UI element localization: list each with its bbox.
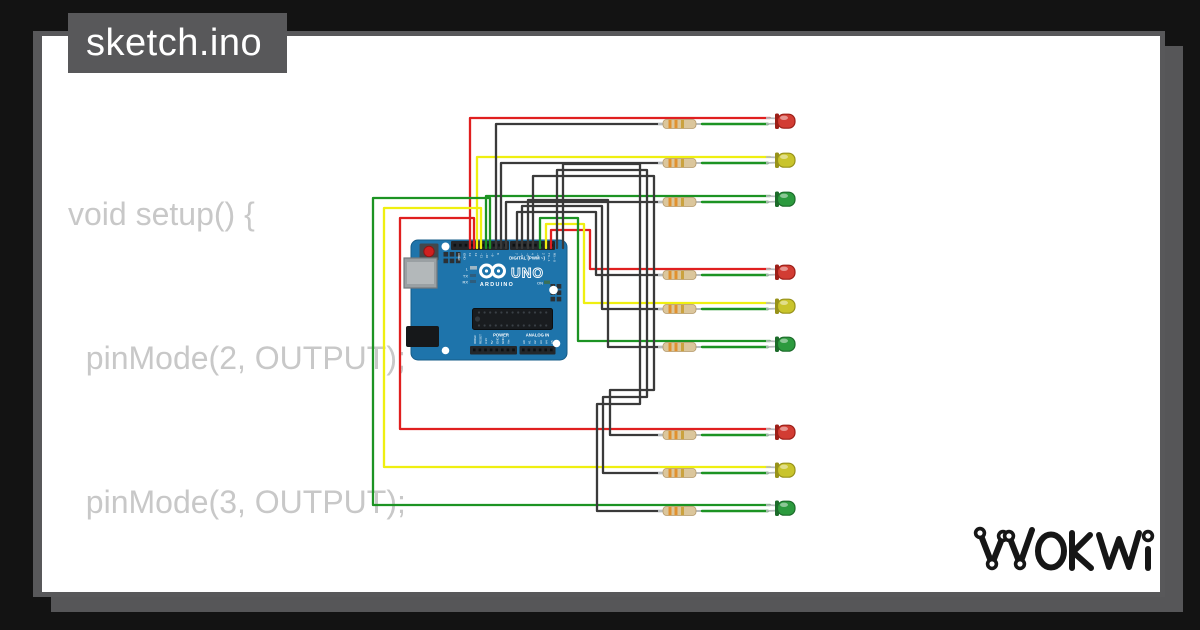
logo-node: [973, 526, 987, 540]
code-line: pinMode(3, OUTPUT);: [68, 484, 406, 520]
logo-node: [1141, 529, 1155, 543]
logo-letter-k: [1069, 530, 1094, 571]
logo-node: [1013, 557, 1027, 571]
code-line: pinMode(2, OUTPUT);: [68, 340, 406, 376]
code-editor-card: void setup() { pinMode(2, OUTPUT); pinMo…: [33, 31, 1165, 597]
filename-label: sketch.ino: [86, 22, 263, 64]
code-block: void setup() { pinMode(2, OUTPUT); pinMo…: [68, 94, 424, 592]
code-line: void setup() {: [68, 196, 255, 232]
wokwi-logo: WOKWI: [973, 526, 1155, 571]
logo-letter-o: [1035, 531, 1067, 571]
filename-tab: sketch.ino: [68, 13, 287, 73]
logo-node: [1002, 529, 1016, 543]
logo-letter-w2: [1096, 530, 1142, 570]
logo-node: [985, 557, 999, 571]
